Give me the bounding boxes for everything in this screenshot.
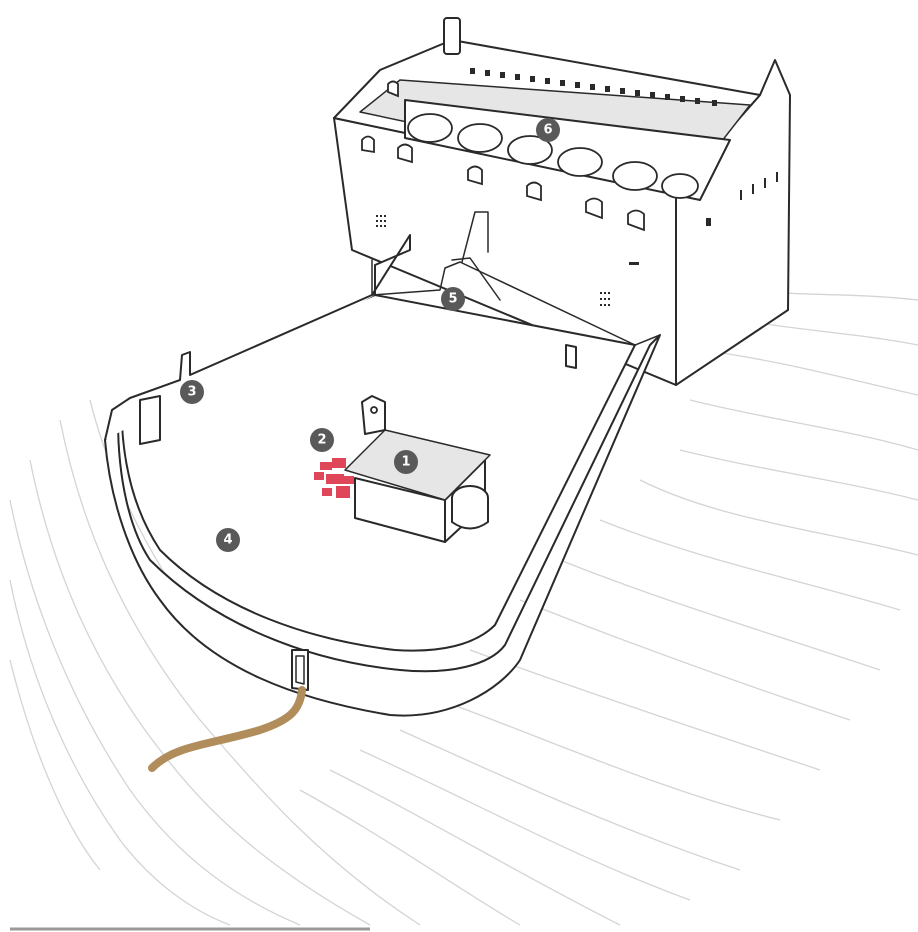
marker-3: 3: [180, 380, 204, 404]
svg-text:1: 1: [401, 455, 410, 470]
marker-2: 2: [310, 428, 334, 452]
marker-6: 6: [536, 118, 560, 142]
access-road: [152, 690, 302, 768]
svg-text:2: 2: [317, 433, 326, 448]
svg-text:6: 6: [543, 123, 552, 138]
svg-text:5: 5: [448, 292, 457, 307]
marker-5: 5: [441, 287, 465, 311]
svg-text:4: 4: [223, 533, 232, 548]
svg-text:3: 3: [187, 385, 196, 400]
marker-1: 1: [394, 450, 418, 474]
marker-4: 4: [216, 528, 240, 552]
